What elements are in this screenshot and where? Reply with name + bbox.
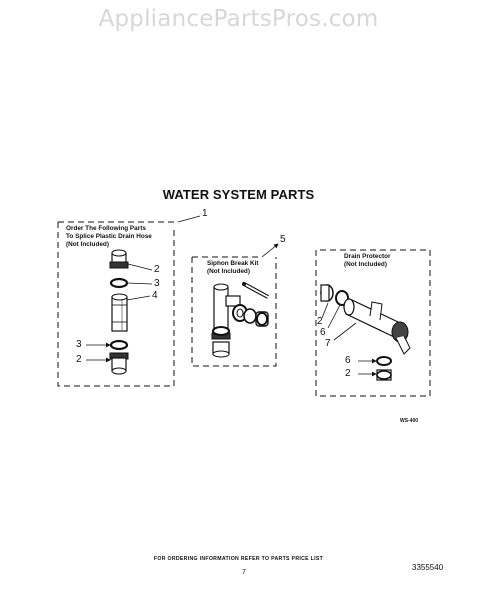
callout-3-lower: 3	[76, 339, 82, 350]
drain-protector-clamp-bottom	[376, 369, 392, 381]
callout-4: 4	[152, 290, 158, 301]
hose-connector-top	[109, 249, 129, 269]
group-drain-protector-label-line-2: (Not Included)	[344, 261, 387, 268]
footer-note: FOR ORDERING INFORMATION REFER TO PARTS …	[153, 556, 324, 562]
group-siphon-break-label-line-1: Siphon Break Kit	[207, 260, 259, 267]
group-splice-hose-label-line-1: Order The Following Parts	[66, 225, 146, 232]
hose-coupling	[111, 293, 128, 332]
watermark: AppliancePartsPros.com	[98, 6, 379, 32]
siphon-tee-fitting	[211, 283, 241, 340]
group-drain-protector-label: Drain Protector (Not Included)	[344, 253, 391, 269]
callout-5: 5	[280, 234, 286, 245]
callout-3-upper: 3	[154, 278, 160, 289]
page-title: WATER SYSTEM PARTS	[162, 187, 315, 202]
callout-drain-6-lower: 6	[345, 355, 351, 366]
diagram-code: WS-400	[400, 418, 419, 424]
siphon-couplings	[232, 304, 269, 327]
group-siphon-break-label: Siphon Break Kit (Not Included)	[207, 260, 259, 276]
callout-drain-2-lower: 2	[345, 368, 351, 379]
group-splice-hose-box	[57, 215, 201, 387]
group-drain-protector-label-line-1: Drain Protector	[344, 253, 391, 260]
group-splice-hose-label: Order The Following Parts To Splice Plas…	[66, 225, 152, 249]
drain-protector-ring-bottom	[376, 356, 392, 366]
group-splice-hose-label-line-2: To Splice Plastic Drain Hose	[66, 233, 152, 240]
callout-1: 1	[202, 208, 208, 219]
siphon-clamp	[212, 326, 230, 336]
page-number: 7	[242, 569, 246, 576]
drain-protector-body	[343, 298, 411, 355]
group-3-leaders	[321, 302, 377, 377]
group-1-leaders	[86, 263, 153, 363]
callout-drain-6-upper: 6	[320, 327, 326, 338]
group-splice-hose-label-line-3: (Not Included)	[66, 241, 109, 248]
group-siphon-break-box	[191, 243, 279, 367]
siphon-rod	[242, 282, 269, 299]
hose-clamp-bottom	[109, 339, 129, 351]
siphon-end-cap	[212, 341, 230, 358]
group-siphon-break-label-line-2: (Not Included)	[207, 268, 250, 275]
callout-drain-7: 7	[325, 338, 331, 349]
drain-protector-clamp-top	[320, 284, 334, 302]
hose-connector-bottom	[109, 352, 129, 375]
part-code: 3355540	[412, 563, 444, 572]
group-drain-protector-box	[315, 249, 431, 397]
callout-2-lower: 2	[76, 354, 82, 365]
callout-drain-2-upper: 2	[317, 316, 323, 327]
callout-2-upper: 2	[154, 264, 160, 275]
hose-clamp-top	[109, 277, 129, 289]
